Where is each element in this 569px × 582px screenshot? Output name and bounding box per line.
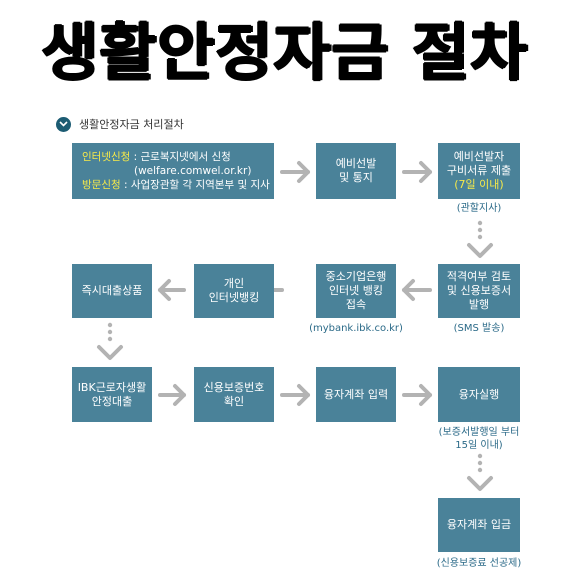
guarantee-check-box: 신용보증번호 확인 — [194, 367, 274, 422]
box-line: 인터넷 뱅킹 — [328, 284, 384, 297]
visit-apply-line: 방문신청 : 사업장관할 각 지역본부 및 지사 — [82, 179, 270, 191]
apply-box: 인터넷신청 : 근로복지넷에서 신청 (welfare.comwel.or.kr… — [72, 143, 274, 199]
chevron-down-icon — [56, 116, 71, 132]
box-line: 융자계좌 입금 — [446, 518, 512, 531]
personal-banking-box: 개인 인터넷뱅킹 — [194, 264, 274, 318]
box-line: 안정대출 — [91, 394, 133, 408]
arrow-down-icon — [467, 476, 493, 491]
review-box: 적격여부 검토 및 신용보증서 발행 — [438, 264, 520, 318]
box-line: 중소기업은행 — [325, 270, 387, 283]
box-line: 예비선발자 — [453, 150, 505, 163]
sms-note: (SMS 발송) — [453, 323, 505, 334]
arrow-right-icon — [402, 384, 432, 406]
box-line-highlight: (7일 이내) — [454, 178, 504, 191]
box-line: 예비선발 — [335, 157, 377, 170]
box-line: 융자실행 — [458, 387, 500, 401]
documents-box: 예비선발자 구비서류 제출 (7일 이내) — [438, 143, 520, 199]
section-title: 생활안정자금 처리절차 — [79, 118, 184, 131]
loan-product-box: IBK근로자생활 안정대출 — [72, 367, 152, 422]
fee-note: (신용보증료 선공제) — [436, 558, 522, 569]
arrow-left-icon — [158, 279, 186, 301]
box-line: 신용보증번호 — [203, 380, 265, 394]
arrow-right-icon — [158, 384, 186, 406]
bank-url-note: (mybank.ibk.co.kr) — [309, 323, 403, 334]
box-line: 즉시대출상품 — [81, 284, 143, 297]
arrow-down-icon — [97, 345, 123, 360]
section-header: 생활안정자금 처리절차 — [56, 114, 184, 134]
preselect-box: 예비선발 및 통지 — [316, 143, 396, 199]
arrow-right-icon — [280, 384, 310, 406]
deposit-box: 융자계좌 입금 — [438, 498, 520, 552]
branch-note: (관할지사) — [456, 203, 502, 214]
arrow-down-icon — [467, 243, 493, 258]
page-title: 생활안정자금 절차 — [41, 16, 528, 89]
box-line: IBK근로자생활 — [77, 380, 147, 394]
arrow-right-icon — [402, 161, 432, 183]
box-line: 개인 — [223, 277, 245, 290]
loan-execute-box: 융자실행 — [438, 367, 520, 422]
online-apply-url: (welfare.comwel.or.kr) — [134, 165, 252, 177]
box-line: 구비서류 제출 — [446, 164, 512, 177]
box-line: 및 통지 — [339, 171, 373, 184]
instant-loan-box: 즉시대출상품 — [72, 264, 152, 318]
box-line: 적격여부 검토 — [446, 270, 512, 283]
box-line: 및 신용보증서 — [446, 284, 512, 297]
box-line: 융자계좌 입력 — [323, 387, 389, 401]
box-line: 인터넷뱅킹 — [208, 291, 260, 304]
ibk-banking-box: 중소기업은행 인터넷 뱅킹 접속 — [316, 264, 396, 318]
box-line: 확인 — [223, 394, 245, 408]
note-line: (보증서발행일 부터 — [438, 427, 520, 438]
within-days-note: (보증서발행일 부터 15일 이내) — [420, 426, 538, 452]
box-line: 접속 — [345, 298, 367, 311]
note-line: 15일 이내) — [455, 440, 503, 451]
account-entry-box: 융자계좌 입력 — [316, 367, 396, 422]
box-line: 발행 — [468, 298, 490, 311]
arrow-right-icon — [280, 161, 310, 183]
online-apply-line: 인터넷신청 : 근로복지넷에서 신청 — [82, 151, 231, 163]
arrow-left-icon — [402, 279, 432, 301]
